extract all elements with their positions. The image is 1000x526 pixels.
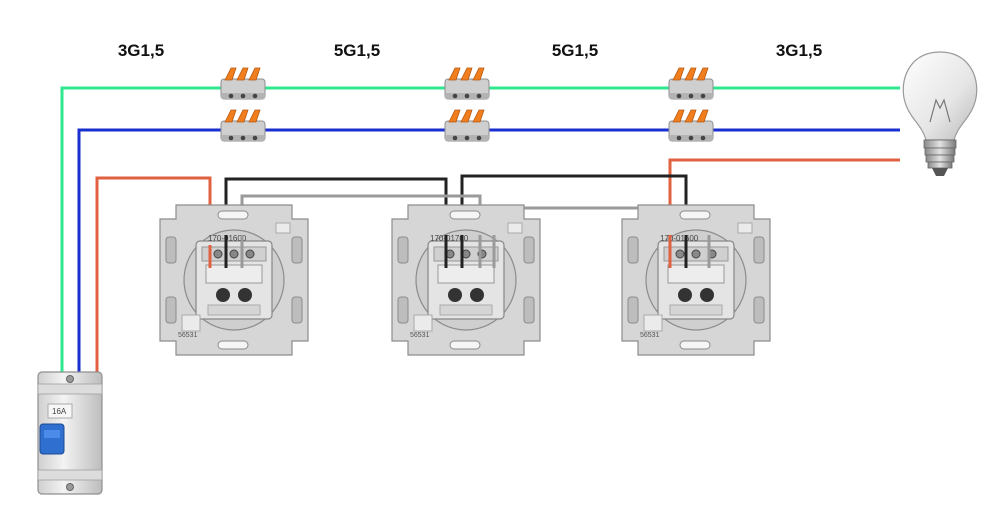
breaker-rating: 16A: [52, 407, 67, 416]
circuit-breaker-icon: 16A: [37, 371, 103, 495]
switch-model-middle: 170-01700: [430, 234, 469, 243]
wago-connector-icon: [220, 67, 266, 100]
wall-switch-icon: 170-01600 56531: [159, 204, 309, 356]
cable-label-2: 5G1,5: [334, 41, 380, 60]
earth-wire: [60, 86, 900, 372]
wall-switch-icon: 170-01700 56531: [391, 204, 541, 356]
wall-switch-icon: 170-01600 56531: [621, 204, 771, 356]
wago-connector-icon: [668, 109, 714, 142]
wago-connector-icon: [220, 109, 266, 142]
wago-connector-icon: [668, 67, 714, 100]
cable-label-3: 5G1,5: [552, 41, 598, 60]
cable-label-4: 3G1,5: [776, 41, 822, 60]
svg-text:56531: 56531: [410, 332, 430, 339]
cable-label-1: 3G1,5: [118, 41, 164, 60]
wago-connector-icon: [444, 67, 490, 100]
wago-connector-icon: [444, 109, 490, 142]
light-bulb-icon: [902, 51, 978, 176]
switch-model-right: 170-01600: [660, 234, 699, 243]
neutral-wire: [77, 128, 900, 372]
svg-text:56531: 56531: [640, 332, 660, 339]
svg-text:56531: 56531: [178, 332, 198, 339]
